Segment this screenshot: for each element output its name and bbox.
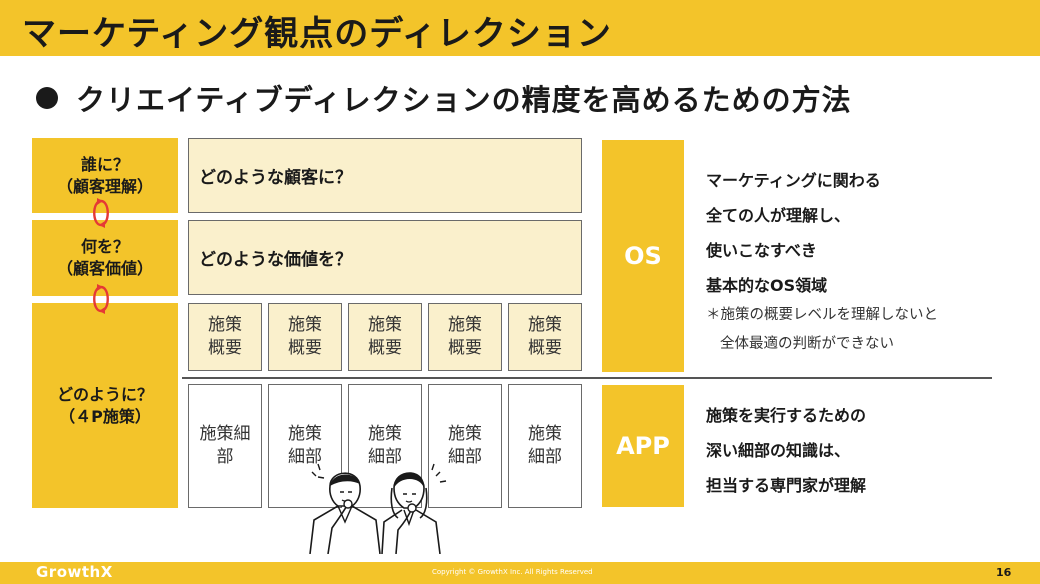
os-line: 全ての人が理解し、 bbox=[706, 206, 851, 225]
value-question-box: どのような価値を？ bbox=[188, 220, 582, 295]
side-box-heading: 何を？ bbox=[80, 237, 129, 257]
os-block: OS bbox=[602, 140, 684, 372]
measure-summary-box: 施策 概要 bbox=[268, 303, 342, 371]
side-box-caption: （顧客価値） bbox=[56, 259, 153, 278]
customer-question-box: どのような顧客に？ bbox=[188, 138, 582, 213]
box-line: 細部 bbox=[448, 446, 482, 467]
loop-arrow-icon bbox=[93, 284, 109, 314]
side-box-who: 誰に？ （顧客理解） bbox=[32, 138, 178, 213]
box-line: 施策 bbox=[368, 424, 402, 444]
page-number: 16 bbox=[996, 566, 1012, 579]
os-line: 基本的なOS領域 bbox=[706, 276, 828, 295]
box-line: 概要 bbox=[528, 338, 562, 358]
box-line: 施策 bbox=[448, 315, 482, 336]
side-box-how: どのように？ （４P施策） bbox=[32, 303, 178, 508]
loop-arrow-icon bbox=[93, 198, 109, 228]
os-note-line: 全体最適の判断ができない bbox=[720, 336, 894, 352]
brand-logo: GrowthX bbox=[36, 563, 113, 581]
os-description: マーケティングに関わる 全ての人が理解し、 使いこなすべき 基本的なOS領域 bbox=[706, 163, 881, 303]
box-line: 施策 bbox=[368, 315, 402, 336]
box-line: 施策 bbox=[528, 315, 562, 336]
box-line: 概要 bbox=[208, 338, 242, 358]
measure-summary-box: 施策 概要 bbox=[508, 303, 582, 371]
app-line: 深い細部の知識は、 bbox=[706, 441, 851, 460]
side-box-caption: （４P施策） bbox=[59, 406, 151, 426]
copyright-text: Copyright © GrowthX Inc. All Rights Rese… bbox=[432, 568, 593, 576]
os-line: 使いこなすべき bbox=[706, 241, 817, 260]
subtitle-row: クリエイティブディレクションの精度を高めるための方法 bbox=[36, 76, 852, 120]
box-line: 細部 bbox=[368, 446, 402, 467]
app-line: 施策を実行するための bbox=[706, 406, 867, 425]
page-title: マーケティング観点のディレクション bbox=[22, 14, 612, 54]
box-line: 施策 bbox=[288, 424, 322, 444]
os-note-line: ＊施策の概要レベルを理解しないと bbox=[706, 307, 938, 323]
side-box-heading: どのように？ bbox=[56, 384, 153, 404]
box-line: 細部 bbox=[288, 446, 322, 467]
box-line: 細部 bbox=[528, 446, 562, 467]
box-line: 施策 bbox=[208, 315, 242, 336]
side-box-what: 何を？ （顧客価値） bbox=[32, 220, 178, 296]
subtitle: クリエイティブディレクションの精度を高めるための方法 bbox=[76, 83, 852, 117]
footer-bar: GrowthX Copyright © GrowthX Inc. All Rig… bbox=[0, 562, 1040, 584]
side-box-caption: （顧客理解） bbox=[56, 176, 153, 196]
header-bar: マーケティング観点のディレクション bbox=[0, 0, 1040, 56]
box-line: 概要 bbox=[288, 338, 322, 358]
box-line: 施策 bbox=[448, 424, 482, 444]
box-line: 施策細 bbox=[199, 424, 251, 444]
box-line: 概要 bbox=[368, 338, 402, 358]
os-line: マーケティングに関わる bbox=[706, 171, 881, 190]
box-line: 部 bbox=[216, 446, 234, 467]
measure-summary-box: 施策 概要 bbox=[428, 303, 502, 371]
measure-detail-box: 施策 細部 bbox=[428, 384, 502, 508]
side-box-heading: 誰に？ bbox=[80, 154, 129, 174]
os-note: ＊施策の概要レベルを理解しないと 全体最適の判断ができない bbox=[706, 301, 938, 359]
thinking-people-illustration bbox=[309, 463, 447, 554]
measure-summary-box: 施策 概要 bbox=[348, 303, 422, 371]
measure-detail-box: 施策細 部 bbox=[188, 384, 262, 508]
box-line: 施策 bbox=[528, 424, 562, 444]
measure-summary-box: 施策 概要 bbox=[188, 303, 262, 371]
app-line: 担当する専門家が理解 bbox=[706, 476, 867, 495]
box-line: 概要 bbox=[448, 338, 482, 358]
os-app-divider bbox=[182, 377, 992, 379]
app-description: 施策を実行するための 深い細部の知識は、 担当する専門家が理解 bbox=[706, 398, 866, 503]
app-block: APP bbox=[602, 385, 684, 507]
measure-detail-box: 施策 細部 bbox=[508, 384, 582, 508]
bullet-icon bbox=[36, 87, 58, 109]
box-line: 施策 bbox=[288, 315, 322, 336]
